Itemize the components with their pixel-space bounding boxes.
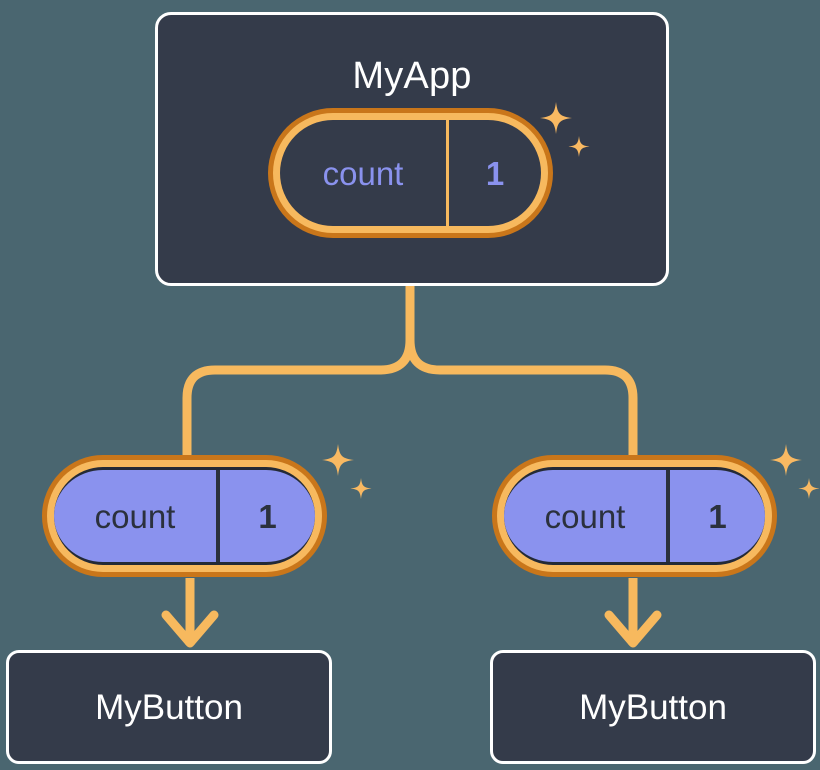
pill-inner-ring: count 1: [273, 113, 548, 233]
child-left-state-pill[interactable]: count 1: [42, 455, 327, 577]
child-left-card[interactable]: MyButton: [6, 650, 332, 764]
child-right-card-title: MyButton: [579, 687, 727, 727]
arrow-right-pill-to-button: [604, 578, 662, 648]
pill-key-label: count: [322, 154, 404, 192]
pill-body: count 1: [504, 467, 765, 565]
branching-connector: [182, 281, 638, 461]
pill-divider: [216, 470, 220, 562]
pill-key-label: count: [94, 497, 176, 535]
pill-divider: [666, 470, 670, 562]
arrow-left-pill-to-button: [161, 578, 219, 648]
pill-inner-ring: count 1: [497, 460, 772, 572]
pill-outer-ring: count 1: [42, 455, 327, 577]
pill-outer-ring: count 1: [492, 455, 777, 577]
app-card-title: MyApp: [352, 55, 472, 97]
pill-inner-ring: count 1: [47, 460, 322, 572]
pill-value-label: 1: [485, 154, 505, 192]
pill-value-label: 1: [708, 497, 727, 535]
pill-body: count 1: [280, 120, 541, 226]
pill-body: count 1: [54, 467, 315, 565]
child-right-state-pill[interactable]: count 1: [492, 455, 777, 577]
child-left-card-title: MyButton: [95, 687, 243, 727]
child-right-card[interactable]: MyButton: [490, 650, 816, 764]
pill-key-label: count: [544, 497, 626, 535]
pill-outer-ring: count 1: [268, 108, 553, 238]
pill-value-label: 1: [258, 497, 277, 535]
pill-divider: [446, 120, 449, 226]
app-state-pill[interactable]: count 1: [268, 108, 553, 238]
